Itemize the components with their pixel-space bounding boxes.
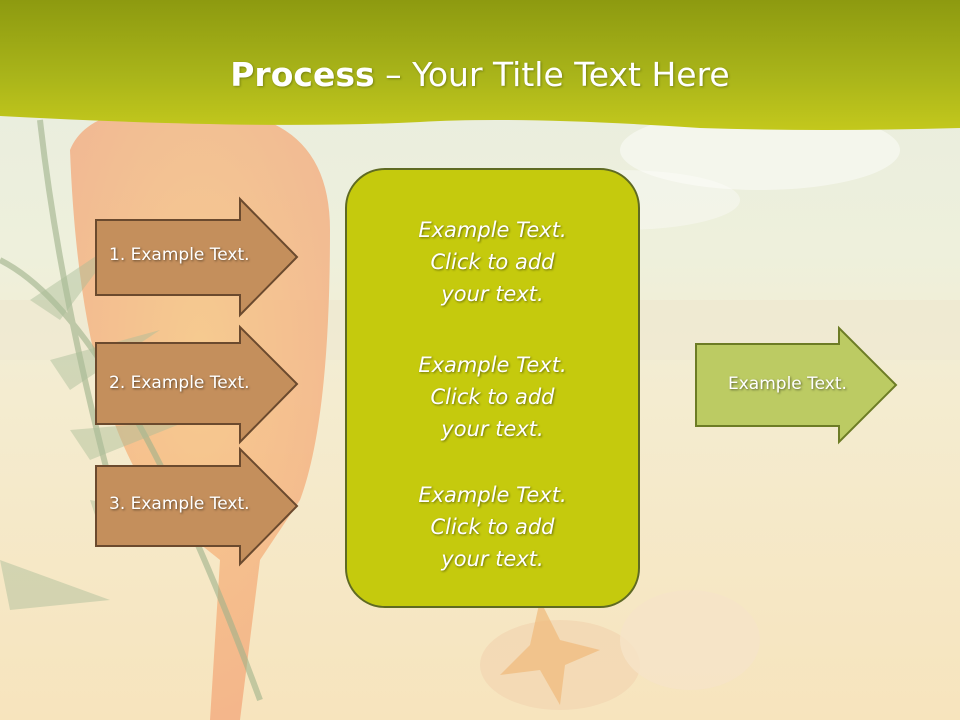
text-line: Example Text.: [418, 483, 567, 507]
text-line: Click to add: [430, 515, 555, 539]
process-arrow-1[interactable]: 1. Example Text.: [95, 196, 300, 318]
text-block-3: Example Text. Click to add your text.: [347, 479, 638, 575]
center-text-box[interactable]: Example Text. Click to add your text. Ex…: [345, 168, 640, 608]
arrow-shape: [695, 325, 898, 445]
text-line: your text.: [441, 547, 544, 571]
text-line: Click to add: [430, 385, 555, 409]
text-line: Click to add: [430, 250, 555, 274]
text-block-1: Example Text. Click to add your text.: [347, 214, 638, 310]
text-line: your text.: [441, 282, 544, 306]
arrow-label: Example Text.: [728, 374, 847, 394]
text-line: Example Text.: [418, 353, 567, 377]
result-arrow[interactable]: Example Text.: [695, 325, 900, 445]
process-arrow-3[interactable]: 3. Example Text.: [95, 446, 300, 567]
text-line: Example Text.: [418, 218, 567, 242]
text-line: your text.: [441, 417, 544, 441]
arrow-shape: [95, 196, 299, 318]
arrow-label: 1. Example Text.: [109, 245, 250, 265]
title-rest: – Your Title Text Here: [374, 55, 730, 94]
process-arrow-2[interactable]: 2. Example Text.: [95, 324, 300, 445]
arrow-shape: [95, 324, 299, 445]
text-block-2: Example Text. Click to add your text.: [347, 349, 638, 445]
page-title: Process – Your Title Text Here: [0, 52, 960, 98]
title-bold: Process: [230, 55, 375, 94]
arrow-shape: [95, 446, 299, 567]
arrow-label: 3. Example Text.: [109, 494, 250, 514]
arrow-label: 2. Example Text.: [109, 373, 250, 393]
